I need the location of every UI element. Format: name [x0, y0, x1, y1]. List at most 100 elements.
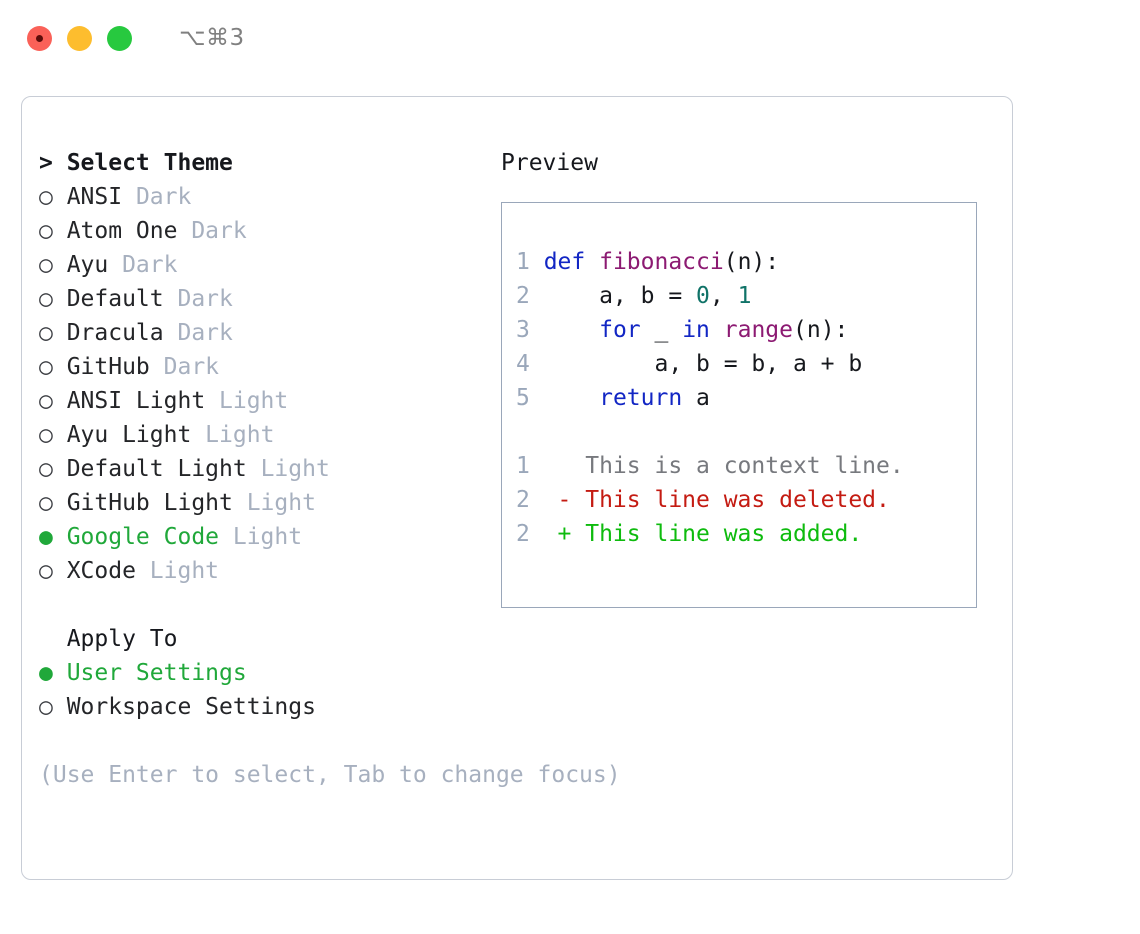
line-number: 1	[516, 453, 530, 479]
code-line: 3 for _ in range(n):	[516, 313, 904, 347]
radio-unselected-icon: ○	[39, 388, 53, 414]
theme-option-label: Google Code	[52, 524, 220, 550]
code-token-fn: range	[723, 317, 793, 343]
code-token-plain: (n):	[793, 317, 849, 343]
code-line: 0	[516, 415, 904, 449]
close-button[interactable]	[27, 25, 52, 51]
theme-option-github[interactable]: ○ GitHub Dark	[39, 350, 479, 384]
maximize-button[interactable]	[107, 25, 132, 51]
radio-unselected-icon: ○	[39, 184, 53, 210]
hint-spacer	[39, 724, 479, 758]
preview-column: Preview 1 def fibonacci(n):2 a, b = 0, 1…	[501, 146, 991, 608]
line-number: 2	[516, 487, 530, 513]
code-token-plain: (n):	[723, 249, 780, 275]
code-token-plain	[530, 317, 599, 343]
code-token-del: - This line was deleted.	[529, 487, 890, 513]
code-token-num: 1	[737, 283, 752, 309]
theme-option-label: GitHub	[52, 354, 150, 380]
code-token-plain	[710, 317, 724, 343]
theme-option-ansi-light[interactable]: ○ ANSI Light Light	[39, 384, 479, 418]
line-number: 5	[516, 385, 530, 411]
code-token-plain: _	[640, 317, 683, 343]
code-token-plain: a, b = b, a + b	[529, 351, 863, 377]
theme-option-variant-tag: Light	[191, 422, 275, 448]
radio-unselected-icon: ○	[39, 694, 53, 720]
code-token-kw: def	[529, 249, 600, 275]
theme-option-dracula[interactable]: ○ Dracula Dark	[39, 316, 479, 350]
keyboard-hint-text: (Use Enter to select, Tab to change focu…	[39, 762, 621, 788]
theme-option-variant-tag: Dark	[163, 286, 233, 312]
code-line: 2 a, b = 0, 1	[516, 279, 904, 313]
code-token-plain: ,	[709, 283, 738, 309]
code-line: 4 a, b = b, a + b	[516, 347, 904, 381]
radio-unselected-icon: ○	[39, 252, 53, 278]
theme-option-label: Default	[52, 286, 164, 312]
theme-option-ansi[interactable]: ○ ANSI Dark	[39, 180, 479, 214]
code-token-add: + This line was added.	[529, 521, 863, 547]
theme-option-label: Atom One	[52, 218, 178, 244]
code-line: 1 This is a context line.	[516, 449, 904, 483]
theme-option-label: Ayu Light	[52, 422, 192, 448]
preview-title: Preview	[501, 150, 598, 176]
theme-picker-column: > Select Theme ○ ANSI Dark○ Atom One Dar…	[39, 146, 621, 792]
code-token-kw: return	[599, 385, 683, 411]
code-token-ctx: This is a context line.	[529, 453, 904, 479]
minimize-button[interactable]	[67, 25, 92, 51]
theme-option-label: Dracula	[52, 320, 164, 346]
code-token-plain: a	[682, 385, 710, 411]
radio-unselected-icon: ○	[39, 456, 53, 482]
code-token-kw: for	[599, 317, 641, 343]
radio-unselected-icon: ○	[39, 422, 53, 448]
code-token-fn: fibonacci	[599, 249, 724, 275]
theme-option-label: ANSI Light	[52, 388, 206, 414]
radio-unselected-icon: ○	[39, 218, 53, 244]
keyboard-shortcut-label: ⌥⌘3	[179, 25, 245, 51]
line-number: 4	[516, 351, 530, 377]
theme-option-variant-tag: Light	[135, 558, 220, 584]
theme-option-xcode[interactable]: ○ XCode Light	[39, 554, 479, 588]
line-number: 3	[516, 317, 530, 343]
theme-option-google-code[interactable]: ● Google Code Light	[39, 520, 479, 554]
code-token-num: 0	[696, 283, 710, 309]
theme-option-variant-tag: Dark	[149, 354, 220, 380]
page-title: > Select Theme	[39, 150, 233, 176]
apply-to-option-workspace-settings[interactable]: ○ Workspace Settings	[39, 690, 479, 724]
code-line: 1 def fibonacci(n):	[516, 245, 904, 279]
code-token-plain	[530, 419, 544, 445]
apply-to-option-label: Workspace Settings	[52, 694, 316, 720]
theme-option-variant-tag: Light	[205, 388, 289, 414]
theme-option-label: ANSI	[52, 184, 123, 210]
line-number: 0	[516, 415, 530, 449]
code-line: 2 + This line was added.	[516, 517, 904, 551]
code-line: 2 - This line was deleted.	[516, 483, 904, 517]
theme-option-variant-tag: Light	[246, 456, 330, 482]
radio-unselected-icon: ○	[39, 354, 53, 380]
title-bar: ⌥⌘3	[0, 0, 1140, 76]
apply-to-option-list: ● User Settings○ Workspace Settings	[39, 656, 479, 724]
theme-option-list: ○ ANSI Dark○ Atom One Dark○ Ayu Dark○ De…	[39, 180, 479, 588]
theme-option-ayu[interactable]: ○ Ayu Dark	[39, 248, 479, 282]
list-spacer	[39, 588, 479, 622]
theme-option-variant-tag: Dark	[177, 218, 247, 244]
radio-selected-icon: ●	[39, 524, 53, 550]
theme-option-default-light[interactable]: ○ Default Light Light	[39, 452, 479, 486]
line-number: 2	[516, 521, 530, 547]
radio-unselected-icon: ○	[39, 320, 53, 346]
theme-option-atom-one[interactable]: ○ Atom One Dark	[39, 214, 479, 248]
code-token-plain: a, b =	[529, 283, 697, 309]
theme-option-variant-tag: Dark	[163, 320, 233, 346]
radio-unselected-icon: ○	[39, 558, 53, 584]
code-token-kw: in	[682, 317, 710, 343]
theme-option-ayu-light[interactable]: ○ Ayu Light Light	[39, 418, 479, 452]
theme-option-variant-tag: Light	[232, 490, 316, 516]
theme-option-default[interactable]: ○ Default Dark	[39, 282, 479, 316]
apply-to-option-user-settings[interactable]: ● User Settings	[39, 656, 479, 690]
code-line: 5 return a	[516, 381, 904, 415]
radio-selected-icon: ●	[39, 660, 53, 686]
theme-option-variant-tag: Dark	[122, 184, 192, 210]
theme-option-github-light[interactable]: ○ GitHub Light Light	[39, 486, 479, 520]
theme-option-label: Ayu	[52, 252, 109, 278]
